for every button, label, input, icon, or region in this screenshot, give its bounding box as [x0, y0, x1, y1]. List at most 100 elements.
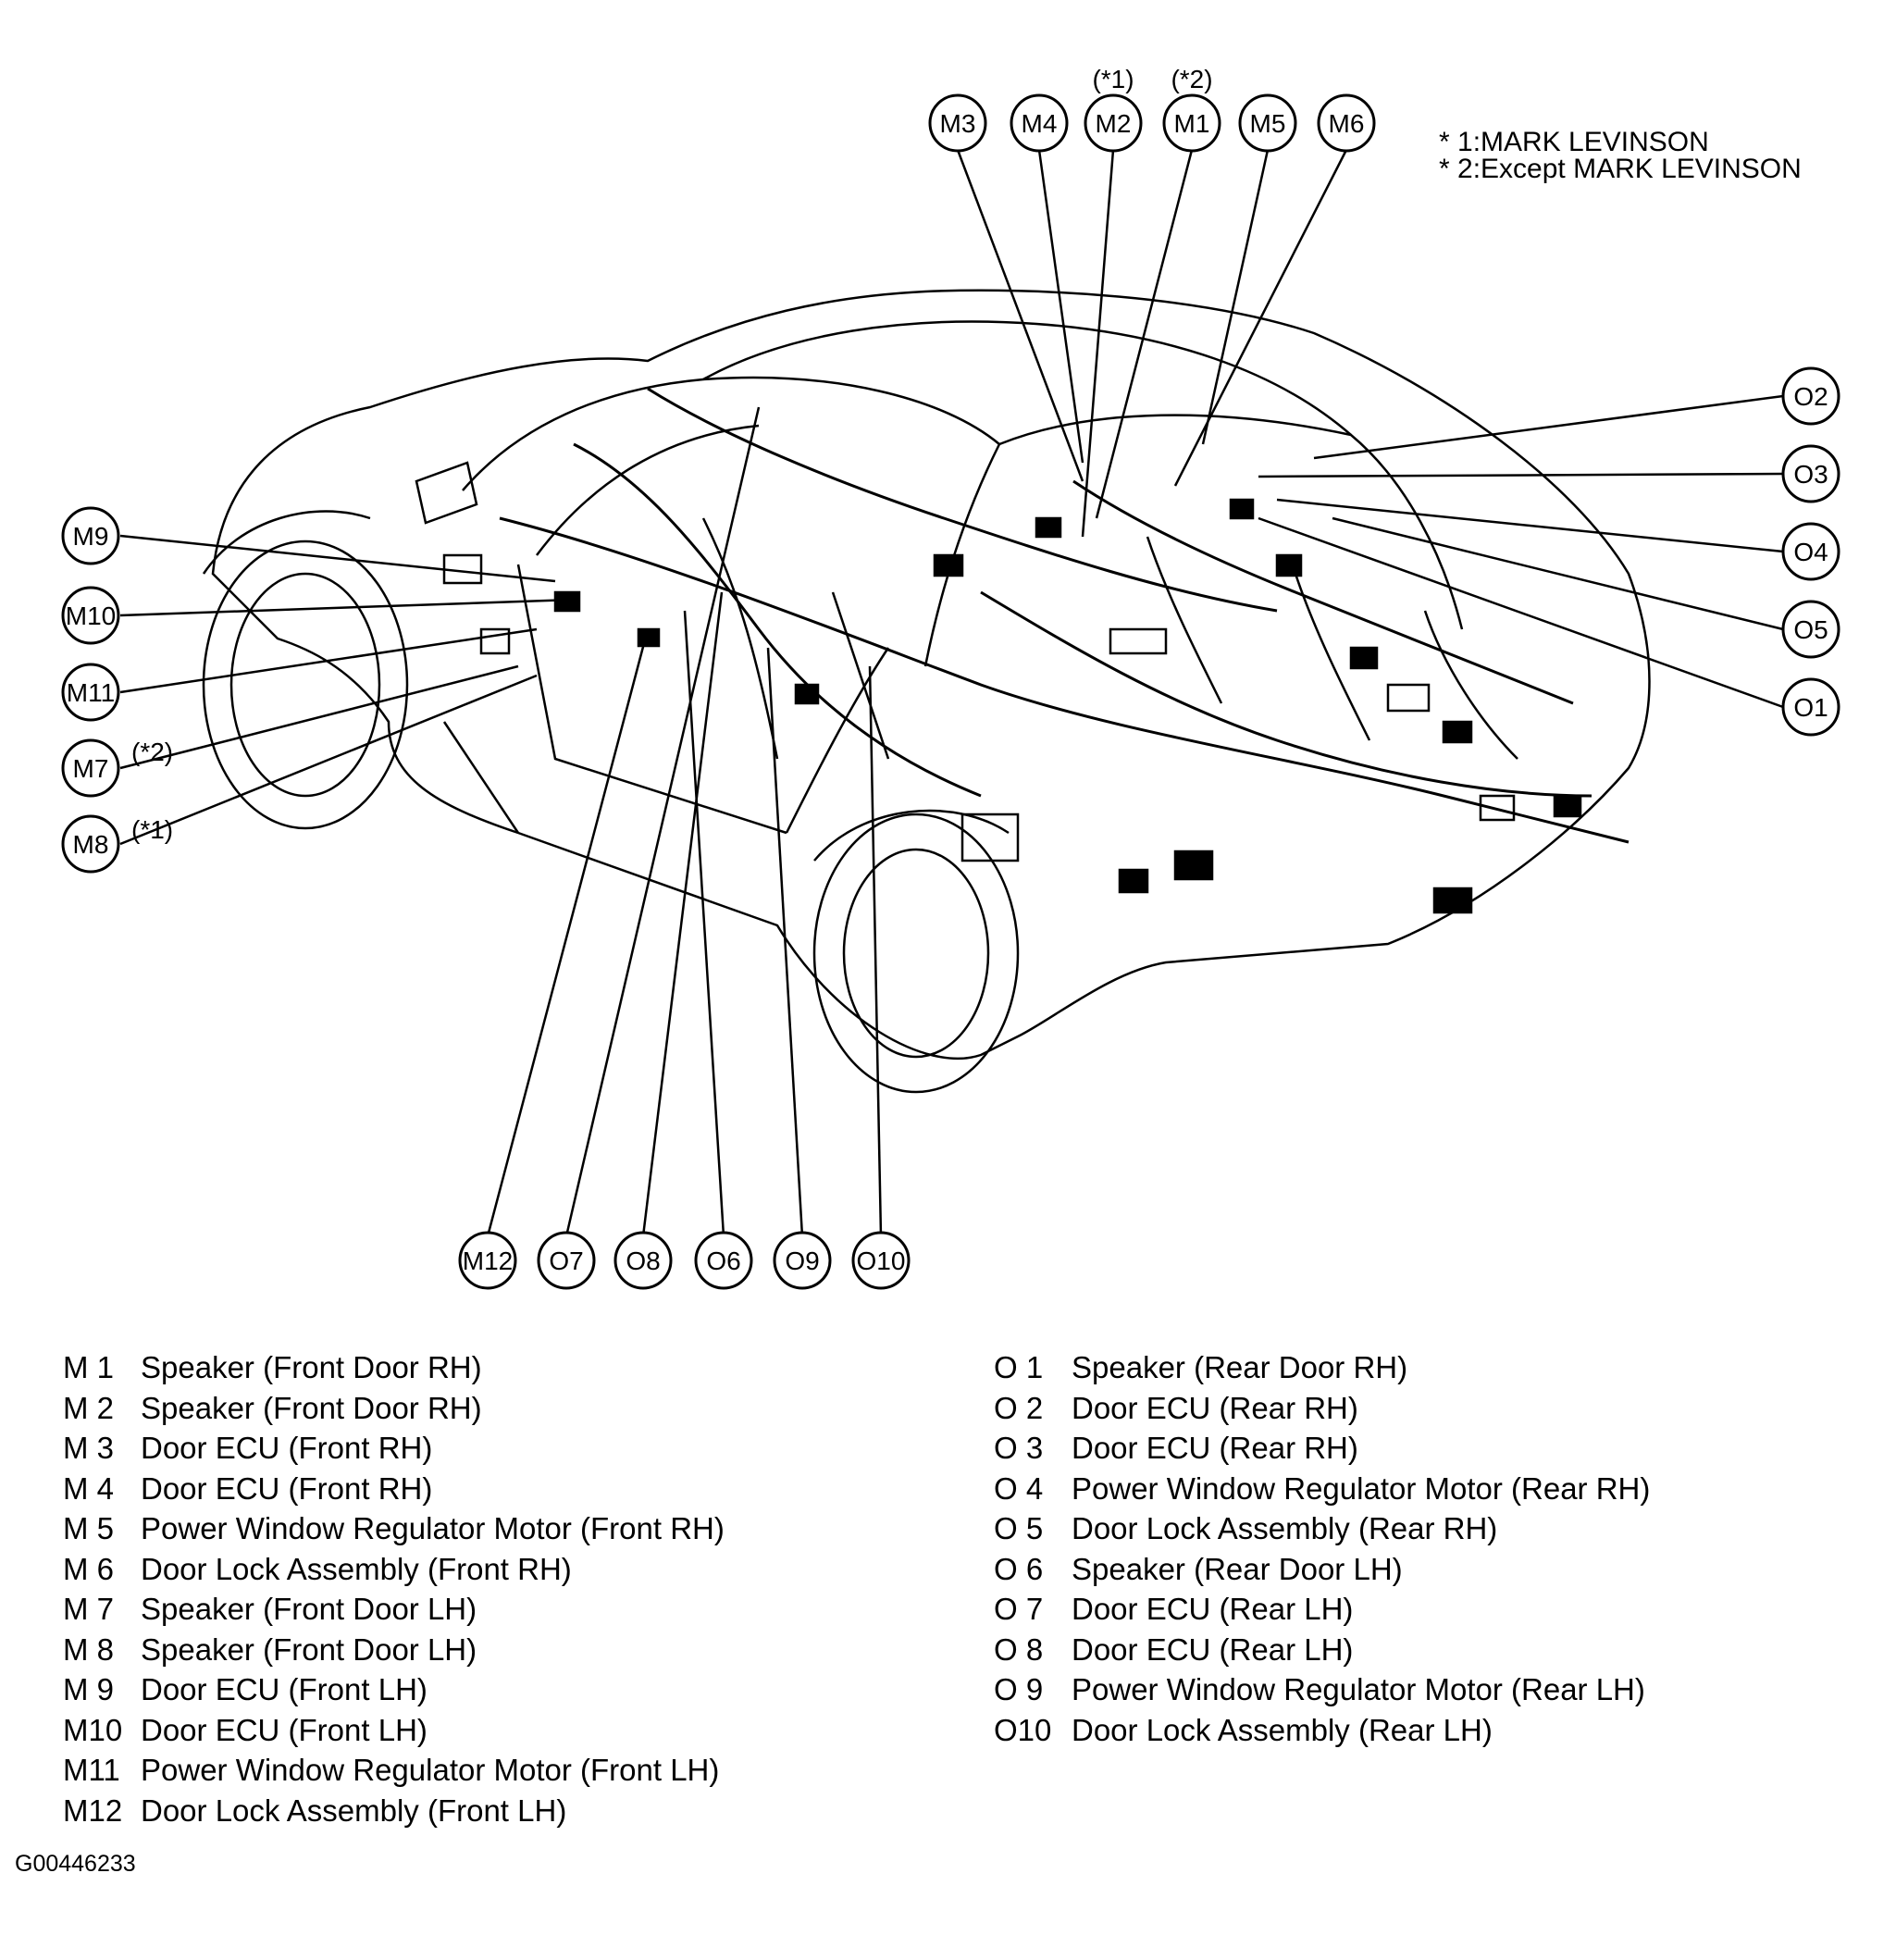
- qualifier-m7: (*2): [131, 738, 173, 766]
- callout-circle-o5: [1781, 600, 1840, 659]
- callout-circle-m5: [1238, 93, 1297, 153]
- leader-lines: [119, 149, 1784, 1237]
- callout-circle-m12: [458, 1231, 517, 1290]
- legend-code: M10: [63, 1712, 123, 1747]
- callout-circle-o4: [1781, 522, 1840, 581]
- legend-row: O 1 Speaker (Rear Door RH): [994, 1347, 1650, 1388]
- callout-label-m4: M4: [1022, 109, 1058, 138]
- callout-circle-m1: [1162, 93, 1221, 153]
- legend-row: O 3 Door ECU (Rear RH): [994, 1428, 1650, 1469]
- legend-description: Door ECU (Front LH): [141, 1672, 428, 1706]
- legend-code: M 3: [63, 1431, 115, 1465]
- legend-description: Speaker (Front Door RH): [141, 1390, 482, 1425]
- legend-description: Speaker (Front Door LH): [141, 1592, 477, 1626]
- legend-code: M 6: [63, 1551, 115, 1586]
- legend-description: Door Lock Assembly (Front RH): [141, 1551, 572, 1586]
- callout-label-o4: O4: [1793, 538, 1828, 566]
- callout-label-o9: O9: [785, 1247, 819, 1275]
- callout-circle-o3: [1781, 444, 1840, 503]
- legend-code: M 8: [63, 1631, 115, 1667]
- callout-label-o1: O1: [1793, 693, 1828, 722]
- note-1: * 1:MARK LEVINSON: [1439, 127, 1709, 157]
- legend-code: M 7: [63, 1592, 115, 1626]
- legend-code: M11: [63, 1753, 120, 1787]
- legend-description: Speaker (Front Door RH): [141, 1350, 482, 1384]
- legend-code: O 7: [994, 1592, 1044, 1626]
- callout-circle-m4: [1010, 93, 1069, 153]
- legend-code: M 1: [63, 1350, 115, 1384]
- legend-code: O 8: [994, 1631, 1044, 1667]
- legend-description: Door Lock Assembly (Front LH): [141, 1793, 567, 1828]
- legend-code: M 2: [63, 1390, 115, 1425]
- legend-row: M 2 Speaker (Front Door RH): [63, 1388, 725, 1429]
- legend-row: M12 Door Lock Assembly (Front LH): [63, 1791, 725, 1831]
- callout-label-m3: M3: [940, 109, 976, 138]
- legend-description: Door ECU (Front LH): [141, 1712, 428, 1747]
- legend-row: M 5 Power Window Regulator Motor (Front R…: [63, 1508, 725, 1549]
- callout-label-o3: O3: [1793, 460, 1828, 489]
- callout-circle-o6: [694, 1231, 753, 1290]
- legend-description: Speaker (Front Door LH): [141, 1631, 477, 1667]
- legend-code: O 1: [994, 1350, 1044, 1384]
- legend-description: Speaker (Rear Door RH): [1072, 1350, 1408, 1384]
- callout-circle-o8: [613, 1231, 673, 1290]
- legend-row: M 6 Door Lock Assembly (Front RH): [63, 1549, 725, 1590]
- callout-circle-o10: [851, 1231, 911, 1290]
- legend-code: O 5: [994, 1511, 1044, 1545]
- note-2: * 2:Except MARK LEVINSON: [1439, 154, 1802, 184]
- legend-code: O 3: [994, 1431, 1044, 1465]
- callout-label-o2: O2: [1793, 382, 1828, 411]
- legend-code: M12: [63, 1793, 123, 1828]
- legend-row: M 8 Speaker (Front Door LH): [63, 1630, 725, 1670]
- legend-row: M 3 Door ECU (Front RH): [63, 1428, 725, 1469]
- qualifier-m2: (*1): [1092, 65, 1134, 93]
- callout-label-m8: M8: [73, 830, 109, 859]
- legend-row: M 1 Speaker (Front Door RH): [63, 1347, 725, 1388]
- notes: * 1:MARK LEVINSON * 2:Except MARK LEVINS…: [1439, 127, 1802, 184]
- callout-qualifiers: (*1) (*2) (*2) (*1): [131, 65, 1213, 844]
- legend-row: O 7 Door ECU (Rear LH): [994, 1589, 1650, 1630]
- callout-circle-m6: [1317, 93, 1376, 153]
- callout-label-o5: O5: [1793, 615, 1828, 644]
- legend-description: Door ECU (Front RH): [141, 1431, 433, 1465]
- callout-label-m1: M1: [1174, 109, 1210, 138]
- callout-label-m7: M7: [73, 754, 109, 783]
- callout-label-o8: O8: [626, 1247, 660, 1275]
- legend-row: O 8 Door ECU (Rear LH): [994, 1630, 1650, 1670]
- legend-code: M 9: [63, 1672, 115, 1706]
- legend-row: M10 Door ECU (Front LH): [63, 1710, 725, 1751]
- legend-code: O 9: [994, 1672, 1044, 1706]
- callout-circle-m11: [61, 663, 120, 722]
- legend-description: Power Window Regulator Motor (Rear RH): [1072, 1470, 1651, 1506]
- legend-code: M 4: [63, 1470, 115, 1506]
- legend-description: Door ECU (Rear LH): [1072, 1631, 1354, 1667]
- callout-label-m9: M9: [73, 522, 109, 551]
- callout-label-m2: M2: [1096, 109, 1132, 138]
- qualifier-m8: (*1): [131, 815, 173, 844]
- callout-circle-m7: [61, 738, 120, 798]
- legend-description: Power Window Regulator Motor (Front RH): [141, 1511, 725, 1545]
- wiring-diagram: M3 M4 M2 M1 M5 M6 O2 O3 O4 O5 O1 M9 M10 …: [61, 65, 1840, 1290]
- legend-description: Door ECU (Rear RH): [1072, 1431, 1358, 1465]
- legend-row: M 9 Door ECU (Front LH): [63, 1669, 725, 1710]
- legend-code: O 6: [994, 1551, 1044, 1586]
- figure-id: G00446233: [15, 1851, 136, 1877]
- callout-label-m5: M5: [1250, 109, 1286, 138]
- callout-labels: M3 M4 M2 M1 M5 M6 O2 O3 O4 O5 O1 M9 M10 …: [66, 109, 1828, 1275]
- callout-circle-o7: [537, 1231, 596, 1290]
- callout-circle-m10: [61, 586, 120, 645]
- callout-circle-m2: [1084, 93, 1143, 153]
- legend-code: O10: [994, 1712, 1052, 1747]
- legend-code: M 5: [63, 1511, 115, 1545]
- callout-circle-m3: [928, 93, 987, 153]
- callout-circle-o1: [1781, 677, 1840, 737]
- legend-description: Door ECU (Rear LH): [1072, 1592, 1354, 1626]
